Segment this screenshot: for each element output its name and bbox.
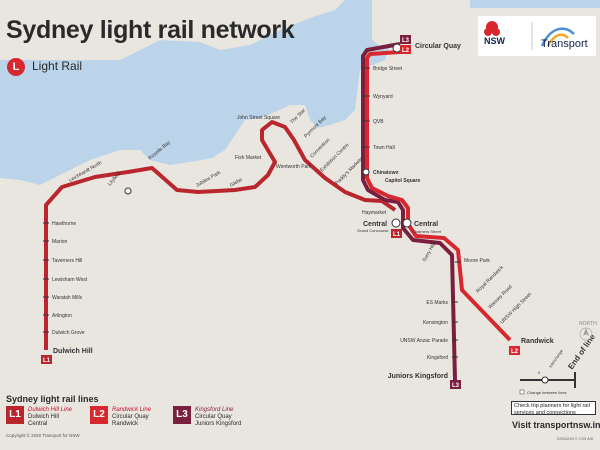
station-grand-concourse[interactable]: Grand Concourse <box>357 228 389 233</box>
station-glebe[interactable]: Glebe <box>229 177 244 189</box>
transport-label: Transport <box>541 38 588 50</box>
interchange-central-right[interactable] <box>402 218 412 228</box>
north-arrow <box>579 327 593 341</box>
l2-legend-from: Circular Quay <box>112 414 149 420</box>
station-juniors-kingsford[interactable]: Juniors Kingsford <box>388 373 448 380</box>
l3-badge-top <box>400 35 411 44</box>
station-moore-park[interactable]: Moore Park <box>464 258 490 264</box>
station-dulwich-grove[interactable]: Dulwich Grove <box>52 330 85 336</box>
north-label: NORTH <box>579 321 597 327</box>
station-convention[interactable]: Convention <box>309 137 331 159</box>
l1-badge-central-label: L1 <box>393 232 401 238</box>
interchange-chinatown[interactable] <box>362 168 370 176</box>
l2-badge-top <box>400 45 411 54</box>
station-john-street-square[interactable]: John Street Square <box>237 115 280 121</box>
website-link[interactable]: Visit transportnsw.info <box>512 420 600 430</box>
l1-badge-dulwich <box>41 355 52 364</box>
l2-line <box>365 50 512 342</box>
trip-planner-note: Check trip planners for light rail servi… <box>511 401 596 416</box>
station-town-hall[interactable]: Town Hall <box>373 145 395 151</box>
l2-legend-badge: L2 <box>90 406 108 424</box>
copyright-text: Copyright © 2020 Transport for NSW <box>6 433 80 438</box>
l3-legend-name: Kingsford Line <box>195 407 234 413</box>
l1-legend-name: Dulwich Hill Line <box>28 407 73 413</box>
l1-legend-badge: L1 <box>6 406 24 424</box>
station-waratah-mills[interactable]: Waratah Mills <box>52 295 83 301</box>
legend-title: Sydney light rail lines <box>6 394 99 404</box>
light-rail-icon: L <box>7 58 25 76</box>
l3-legend-badge: L3 <box>173 406 191 424</box>
nsw-label: NSW <box>484 36 505 46</box>
l3-badge-kingsford <box>450 380 461 389</box>
station-haymarket[interactable]: Haymarket <box>362 210 387 216</box>
station-central-left[interactable]: Central <box>363 221 387 228</box>
station-hawthorne[interactable]: Hawthorne <box>52 221 76 227</box>
l1-badge-central <box>391 229 402 238</box>
transport-logo <box>478 16 596 56</box>
document-code: DS00245 © C09 A/6 <box>557 436 594 441</box>
land-headland <box>0 0 160 60</box>
l1-line <box>44 120 397 350</box>
harbour-water <box>0 0 600 185</box>
l3-line <box>361 42 457 381</box>
station-fish-market[interactable]: Fish Market <box>235 155 262 161</box>
station-capitol-square[interactable]: Capitol Square <box>385 178 421 184</box>
station-chalmers-street[interactable]: Chalmers Street <box>412 229 442 234</box>
station-bridge-street[interactable]: Bridge Street <box>373 66 403 72</box>
station-wentworth-park[interactable]: Wentworth Park <box>276 164 312 170</box>
l3-legend-to: Juniors Kingsford <box>195 421 242 427</box>
svg-text:Change between lines: Change between lines <box>527 390 567 395</box>
l2-legend-name: Randwick Line <box>112 407 152 413</box>
station-dulwich-hill[interactable]: Dulwich Hill <box>53 348 93 355</box>
station-qvb[interactable]: QVB <box>373 119 384 125</box>
l2-legend-to: Randwick <box>112 421 139 427</box>
svg-text:Interchange: Interchange <box>548 348 565 369</box>
station-central-right[interactable]: Central <box>414 221 438 228</box>
l1-badge-dulwich-label: L1 <box>43 358 51 364</box>
station-kingsford[interactable]: Kingsford <box>427 355 448 361</box>
station-paddys-markets[interactable]: Paddy's Markets <box>334 156 365 187</box>
svg-text:0: 0 <box>538 370 541 375</box>
station-randwick[interactable]: Randwick <box>521 338 554 345</box>
station-circular-quay[interactable]: Circular Quay <box>415 43 461 50</box>
map-title: Sydney light rail network <box>6 16 295 44</box>
station-kensington[interactable]: Kensington <box>423 320 448 326</box>
station-wynyard[interactable]: Wynyard <box>373 94 393 100</box>
light-rail-label: Light Rail <box>32 59 83 73</box>
interchange-central-left[interactable] <box>391 218 401 228</box>
l1-legend-to: Central <box>28 421 48 427</box>
interchange-circular-quay[interactable] <box>392 43 402 53</box>
l3-legend-from: Circular Quay <box>195 414 232 420</box>
station-wansey-road[interactable]: Wansey Road <box>487 284 513 310</box>
station-taverners-hill[interactable]: Taverners Hill <box>52 258 82 264</box>
l3-badge-kingsford-label: L3 <box>452 383 460 389</box>
station-chinatown[interactable]: Chinatown <box>373 170 399 176</box>
l3-badge-top-label: L3 <box>402 38 410 44</box>
land-point <box>372 0 470 50</box>
station-unsw-anzac-parade[interactable]: UNSW Anzac Parade <box>400 338 448 344</box>
l2-badge-top-label: L2 <box>402 48 410 54</box>
interchange-lilyfield[interactable] <box>124 187 132 195</box>
station-es-marks[interactable]: ES Marks <box>426 300 448 306</box>
station-jubilee-park[interactable]: Jubilee Park <box>195 170 222 189</box>
station-arlington[interactable]: Arlington <box>52 313 72 319</box>
station-marion[interactable]: Marion <box>52 239 68 245</box>
station-royal-randwick[interactable]: Royal Randwick <box>475 264 505 294</box>
l2-badge-randwick-label: L2 <box>511 349 519 355</box>
station-the-star[interactable]: The Star <box>289 107 307 125</box>
l1-legend-from: Dulwich Hill <box>28 414 60 420</box>
l2-badge-randwick <box>509 346 520 355</box>
station-ticks <box>43 67 461 358</box>
waratah-icon <box>484 21 575 50</box>
station-lewisham-west[interactable]: Lewisham West <box>52 277 88 283</box>
